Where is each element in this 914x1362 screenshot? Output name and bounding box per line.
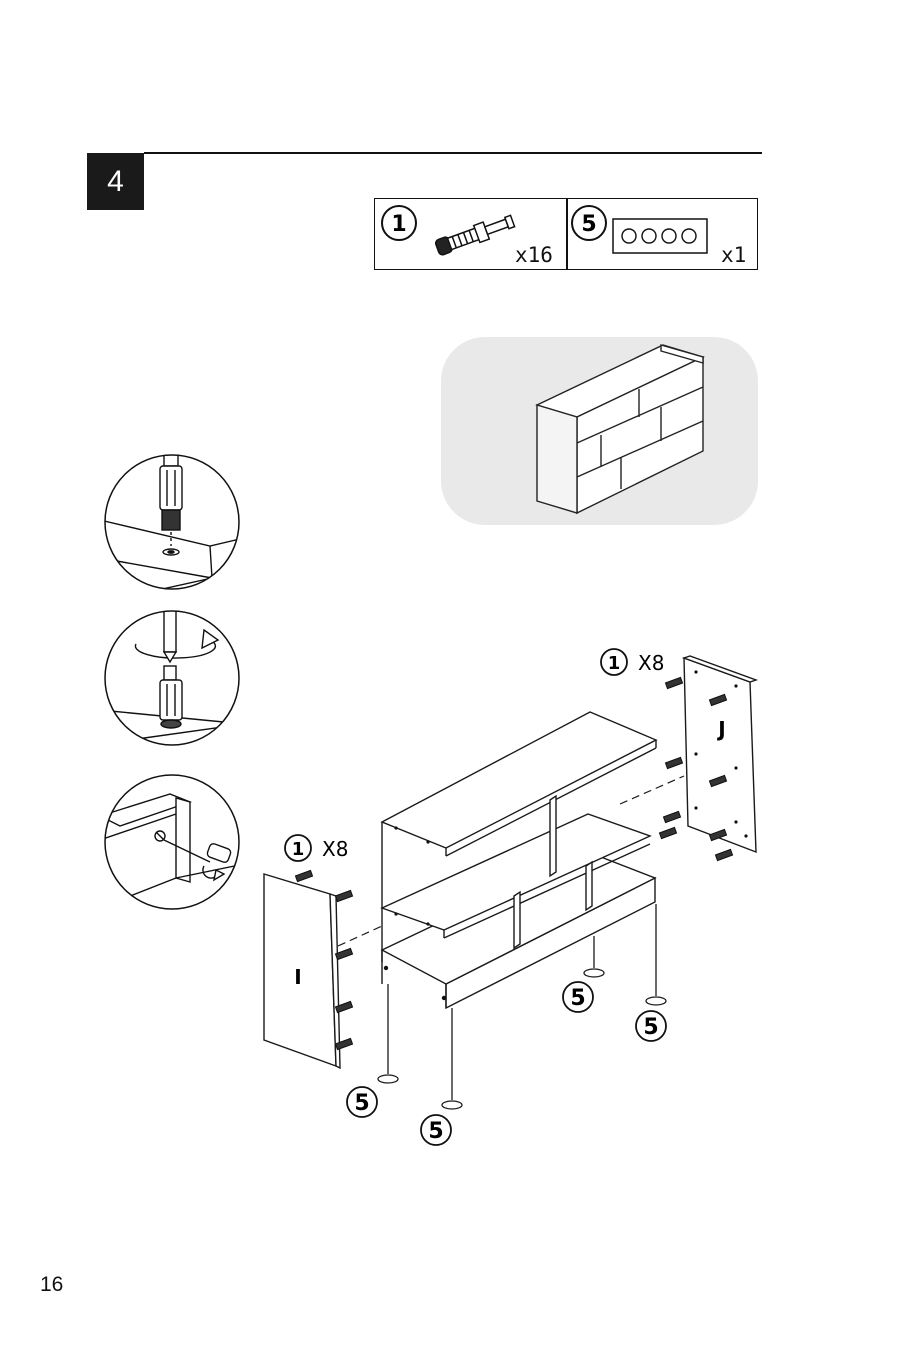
part-5-id: 5 xyxy=(581,212,596,237)
part-1-qty: x16 xyxy=(515,243,553,267)
part-5-badge: 5 xyxy=(569,203,609,243)
right-callout-part: 1 xyxy=(608,653,621,674)
step-header-rule xyxy=(144,152,762,154)
shelf-preview-icon xyxy=(441,337,758,525)
cam-bolt-icon xyxy=(429,207,519,263)
finished-shelf-preview xyxy=(441,337,758,525)
foot-callout-2-text: 5 xyxy=(428,1119,443,1144)
felt-pad-sheet-icon xyxy=(611,217,711,257)
left-callout-qty: X8 xyxy=(322,837,348,861)
part-1-id: 1 xyxy=(391,212,406,237)
part-1-badge: 1 xyxy=(379,203,419,243)
right-callout-qty: X8 xyxy=(638,651,664,675)
detail-screw-bolt xyxy=(100,606,244,750)
part-5-qty: x1 xyxy=(721,243,746,267)
panel-j-label: J xyxy=(716,717,725,741)
step-number-box: 4 xyxy=(87,153,144,210)
left-callout-part: 1 xyxy=(292,839,305,860)
foot-callout-4-text: 5 xyxy=(643,1015,658,1040)
foot-callout-1-text: 5 xyxy=(354,1091,369,1116)
step-number: 4 xyxy=(107,165,124,199)
detail-insert-bolt xyxy=(100,450,244,594)
page-number: 16 xyxy=(40,1273,63,1297)
parts-list: 1 x16 5 x1 xyxy=(374,198,758,270)
detail-tighten-cam xyxy=(100,770,244,914)
assembly-diagram: I J 1 X8 1 X8 5 5 5 5 xyxy=(240,640,780,1160)
panel-i-label: I xyxy=(294,965,301,989)
parts-divider xyxy=(566,199,568,269)
foot-callout-3-text: 5 xyxy=(570,986,585,1011)
